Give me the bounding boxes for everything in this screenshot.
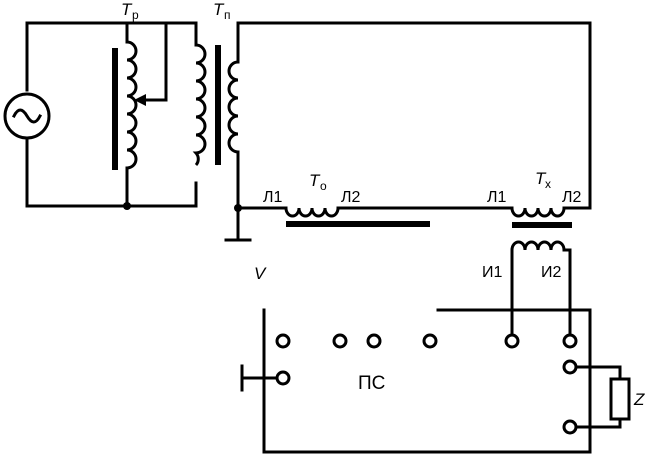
step-transformer [192, 21, 240, 242]
source-circuit [25, 21, 198, 210]
terminal[interactable] [332, 333, 348, 349]
label-tp-sub: п [224, 8, 231, 22]
label-tr: T [121, 0, 133, 19]
label-to: T [309, 171, 321, 190]
label-tx-l2: Л2 [562, 189, 582, 206]
terminal-z-bottom[interactable] [562, 419, 578, 435]
label-z: Z [633, 390, 645, 409]
terminal-z-top[interactable] [562, 359, 578, 375]
label-tp: T [213, 0, 225, 19]
comparator-box [240, 308, 592, 454]
label-tx-sub: x [545, 177, 551, 191]
high-current-loop [234, 21, 592, 212]
label-i1: И1 [482, 264, 503, 281]
label-tx: T [535, 169, 547, 188]
regulating-transformer [112, 21, 168, 208]
terminal-i1[interactable] [504, 333, 520, 349]
label-to-l1: Л1 [263, 189, 283, 206]
label-to-l2: Л2 [341, 189, 361, 206]
terminal[interactable] [366, 333, 382, 349]
terminal[interactable] [422, 333, 438, 349]
burden-impedance [574, 365, 631, 429]
label-tr-sub: р [132, 8, 139, 22]
label-v: V [254, 264, 267, 283]
junction-dot [234, 204, 242, 212]
label-to-sub: о [320, 179, 327, 193]
terminal-ground[interactable] [275, 370, 291, 386]
reference-transformer [284, 207, 430, 227]
label-tx-l1: Л1 [487, 189, 507, 206]
terminal[interactable] [275, 333, 291, 349]
label-ps: ПС [358, 373, 385, 394]
ac-source-icon [3, 92, 51, 140]
test-transformer [510, 207, 572, 335]
label-i2: И2 [541, 264, 562, 281]
terminal-i2[interactable] [562, 333, 578, 349]
